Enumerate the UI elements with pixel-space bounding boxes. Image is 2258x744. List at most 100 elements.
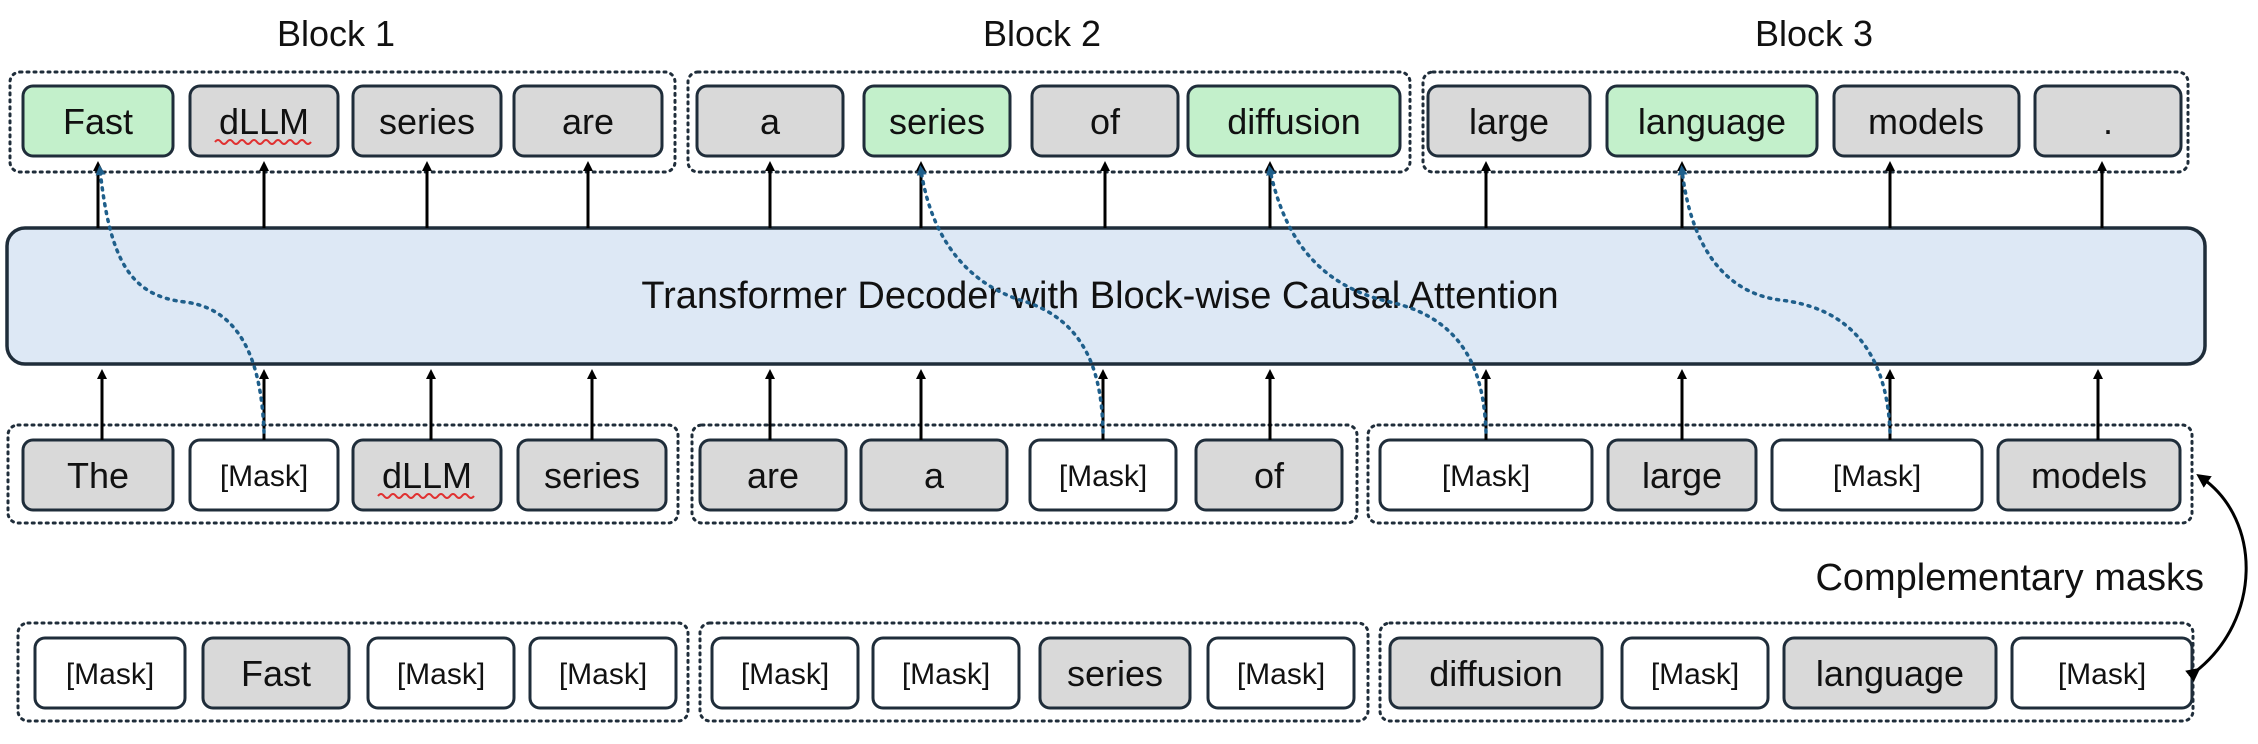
token-text: [Mask]	[559, 658, 647, 691]
token-text: [Mask]	[1237, 658, 1325, 691]
prediction-curve-fast	[95, 165, 266, 434]
comp-token: diffusion	[1388, 636, 1604, 710]
token-box	[512, 84, 664, 158]
block-title-1: Block 1	[277, 13, 395, 54]
token-box	[1030, 84, 1180, 158]
token-box	[2033, 84, 2183, 158]
output-group-block-3	[1421, 70, 2190, 174]
token-text: .	[2103, 101, 2113, 142]
token-text: of	[1254, 455, 1285, 496]
token-box	[21, 84, 175, 158]
token-text: are	[562, 101, 614, 142]
token-text: series	[379, 101, 475, 142]
input-token: models	[1996, 438, 2182, 512]
input-token: of	[1194, 438, 1344, 512]
token-text: of	[1090, 101, 1121, 142]
token-text: dLLM	[382, 455, 472, 496]
token-text: language	[1638, 101, 1786, 142]
token-box	[710, 636, 860, 710]
token-box	[33, 636, 187, 710]
spellcheck-squiggle	[377, 493, 475, 499]
token-box	[21, 438, 175, 512]
token-text: a	[760, 101, 781, 142]
comp-token: Fast	[201, 636, 351, 710]
input-token-row: The [Mask] dLLM series are a [Mask]	[21, 438, 2182, 512]
spellcheck-squiggle	[214, 139, 312, 145]
token-text: series	[1067, 653, 1163, 694]
token-text: [Mask]	[902, 658, 990, 691]
token-text: Fast	[241, 653, 311, 694]
comp-token: language	[1782, 636, 1998, 710]
token-text: Fast	[63, 101, 133, 142]
complementary-masks-label: Complementary masks	[1815, 557, 2204, 599]
input-token: [Mask]	[188, 438, 340, 512]
input-token: large	[1606, 438, 1758, 512]
output-token: language	[1605, 84, 1819, 158]
token-box	[1206, 636, 1356, 710]
output-group-block-1	[8, 70, 677, 174]
token-box	[1388, 636, 1604, 710]
token-box	[1832, 84, 2021, 158]
token-text: [Mask]	[1651, 658, 1739, 691]
comp-token: [Mask]	[871, 636, 1021, 710]
comp-group-block-2	[698, 621, 1370, 723]
comp-group-block-1	[16, 621, 690, 723]
token-box	[366, 636, 516, 710]
token-box	[528, 636, 678, 710]
token-box	[1782, 636, 1998, 710]
token-text: [Mask]	[397, 658, 485, 691]
output-token: Fast	[21, 84, 175, 158]
comp-token: [Mask]	[2010, 636, 2194, 710]
input-token: series	[516, 438, 668, 512]
token-box	[1186, 84, 1402, 158]
token-text: series	[889, 101, 985, 142]
input-token: The	[21, 438, 175, 512]
token-text: diffusion	[1227, 101, 1360, 142]
prediction-curve-diffusion	[1266, 165, 1488, 434]
output-token: are	[512, 84, 664, 158]
complementary-token-row: [Mask] Fast [Mask] [Mask] [Mask] [Mask] …	[33, 636, 2194, 710]
comp-token: [Mask]	[1620, 636, 1770, 710]
token-text: [Mask]	[1833, 460, 1921, 493]
output-token-row: Fast dLLM series are a series of	[21, 84, 2183, 158]
output-token: of	[1030, 84, 1180, 158]
input-token: are	[698, 438, 848, 512]
token-text: [Mask]	[220, 460, 308, 493]
output-token: series	[862, 84, 1012, 158]
token-text: [Mask]	[66, 658, 154, 691]
input-token: [Mask]	[1378, 438, 1594, 512]
input-group-block-2	[690, 423, 1359, 525]
input-token: dLLM	[351, 438, 503, 512]
block-title-3: Block 3	[1755, 13, 1873, 54]
token-text: diffusion	[1429, 653, 1562, 694]
token-box	[871, 636, 1021, 710]
token-box	[1996, 438, 2182, 512]
mask-prediction-curves	[95, 165, 1892, 434]
input-group-block-1	[6, 423, 680, 525]
token-box	[1038, 636, 1192, 710]
token-text: models	[1868, 101, 1984, 142]
token-box	[351, 438, 503, 512]
input-token: a	[859, 438, 1009, 512]
comp-token: [Mask]	[710, 636, 860, 710]
comp-token: [Mask]	[528, 636, 678, 710]
transformer-decoder-label: Transformer Decoder with Block-wise Caus…	[641, 275, 1558, 317]
token-box	[698, 438, 848, 512]
output-token: dLLM	[188, 84, 340, 158]
comp-token: [Mask]	[1206, 636, 1356, 710]
output-arrows	[93, 161, 2107, 228]
token-box	[1426, 84, 1592, 158]
token-text: [Mask]	[741, 658, 829, 691]
token-box	[859, 438, 1009, 512]
output-token: series	[351, 84, 503, 158]
token-box	[1605, 84, 1819, 158]
block-title-2: Block 2	[983, 13, 1101, 54]
input-token: [Mask]	[1028, 438, 1178, 512]
output-token: a	[695, 84, 845, 158]
token-box	[188, 84, 340, 158]
complementary-masks-arrow	[2185, 473, 2248, 682]
token-text: The	[67, 455, 129, 496]
comp-token: series	[1038, 636, 1192, 710]
output-token: models	[1832, 84, 2021, 158]
